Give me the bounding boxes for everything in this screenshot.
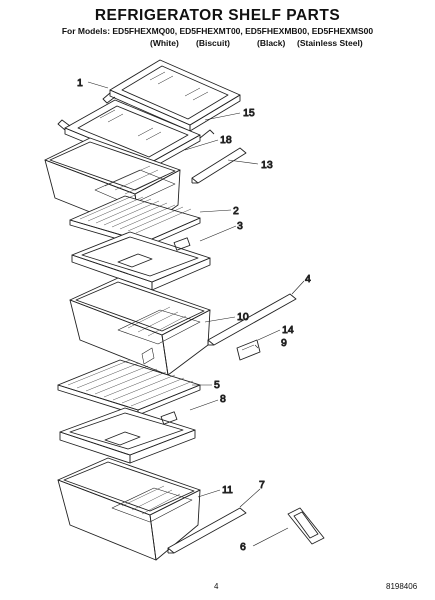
part-crisper-drawer-lower <box>69 277 211 376</box>
callout-6: 6 <box>240 541 246 553</box>
callout-11: 11 <box>222 484 233 496</box>
callout-3: 3 <box>237 220 243 232</box>
finish-stainless: (Stainless Steel) <box>297 38 363 48</box>
part-rail-bottom <box>167 507 247 554</box>
part-clip <box>236 339 261 361</box>
page-number: 4 <box>214 582 219 591</box>
document-number: 8198406 <box>386 582 418 591</box>
callout-8: 8 <box>220 393 226 405</box>
callout-10: 10 <box>237 311 249 323</box>
part-bracket <box>287 507 325 545</box>
part-glass-shelf-top <box>102 59 241 132</box>
part-glass-shelf-lower <box>57 359 201 416</box>
leader-lines <box>87 81 305 547</box>
callout-13: 13 <box>261 159 273 171</box>
callout-9: 9 <box>281 337 287 349</box>
callout-1: 1 <box>77 77 83 89</box>
callout-7: 7 <box>259 479 265 491</box>
part-shelf-frame-upper <box>71 231 211 291</box>
finish-black: (Black) <box>257 38 286 48</box>
part-rail-lower <box>207 293 297 346</box>
callout-labels: 1 15 18 13 2 3 4 10 14 9 5 8 11 7 6 <box>77 77 312 554</box>
part-shelf-frame-lower <box>59 407 196 464</box>
callout-18: 18 <box>220 134 232 146</box>
callout-4: 4 <box>305 273 311 285</box>
finish-white: (White) <box>150 38 179 48</box>
models-line: For Models: ED5FHEXMQ00, ED5FHEXMT00, ED… <box>61 26 374 36</box>
part-rail-upper <box>191 147 247 184</box>
page-title: REFRIGERATOR SHELF PARTS <box>94 7 341 24</box>
part-crisper-drawer-bottom <box>57 457 201 561</box>
callout-5: 5 <box>214 379 220 391</box>
callout-15: 15 <box>243 107 255 119</box>
callout-2: 2 <box>233 205 239 217</box>
callout-14: 14 <box>282 324 294 336</box>
finish-biscuit: (Biscuit) <box>196 38 230 48</box>
